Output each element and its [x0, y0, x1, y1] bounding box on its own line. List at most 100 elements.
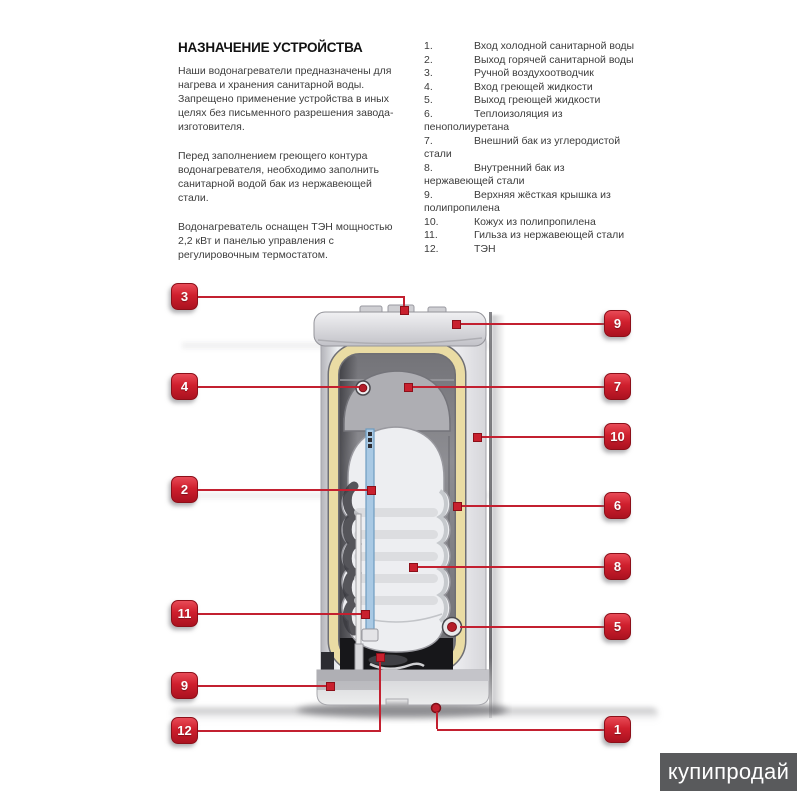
callout-label-9-top: 9	[604, 310, 631, 337]
heating-element-paragraph: Водонагреватель оснащен ТЭН мощностью 2,…	[178, 221, 393, 261]
callout-line	[197, 613, 364, 615]
left-foot	[321, 652, 334, 670]
callout-line	[479, 436, 604, 438]
callout-label-8: 8	[604, 553, 631, 580]
legend-item: 10. Кожух из полипропилена	[424, 216, 636, 230]
callout-label-4: 4	[171, 373, 198, 400]
callout-dot	[473, 433, 482, 442]
legend-item-number: 6.	[424, 107, 433, 120]
callout-line	[459, 505, 604, 507]
callout-dot	[376, 653, 385, 662]
callout-line	[197, 730, 381, 732]
legend-item-number: 11.	[424, 229, 438, 241]
photo-edge-shadow-soft	[492, 315, 505, 715]
legend-item: 1. Вход холодной санитарной воды	[424, 40, 636, 54]
callout-line	[379, 657, 381, 730]
legend-item-number: 9.	[424, 188, 433, 201]
callout-dot	[361, 610, 370, 619]
sensor-tube-lower	[354, 643, 364, 673]
legend-item: 8.Внутренний бак из нержавеющей стали	[424, 162, 636, 189]
callout-dot	[404, 383, 413, 392]
callout-line	[197, 685, 328, 687]
callout-dot	[367, 486, 376, 495]
callout-label-2: 2	[171, 476, 198, 503]
callout-label-12: 12	[171, 717, 198, 744]
callout-dot	[453, 502, 462, 511]
legend-item: 9.Верхняя жёсткая крышка из полипропилен…	[424, 189, 636, 216]
purpose-paragraph: Наши водонагреватели предназначены для н…	[178, 65, 394, 133]
callout-dot	[452, 320, 461, 329]
callout-line	[410, 386, 604, 388]
callout-line	[197, 386, 359, 388]
water-heater-cross-section	[297, 304, 509, 718]
sleeve-ticks	[368, 432, 372, 448]
top-cover-edge	[317, 337, 483, 345]
callout-line	[403, 297, 405, 310]
legend-item: 3. Ручной воздухоотводчик	[424, 67, 636, 81]
callout-line	[197, 296, 405, 298]
sensor-tube	[355, 513, 362, 647]
filling-paragraph: Перед заполнением греющего контура водон…	[178, 150, 379, 204]
callout-line	[460, 626, 604, 628]
callout-dot	[400, 306, 409, 315]
callout-label-3: 3	[171, 283, 198, 310]
legend-item-text: Верхняя жёсткая крышка из полипропилена	[424, 188, 611, 215]
legend-item-number: 1.	[424, 40, 433, 52]
legend-item-number: 5.	[424, 94, 433, 106]
callout-label-10: 10	[604, 423, 631, 450]
legend-item-text: Выход греющей жидкости	[474, 94, 601, 106]
legend-item-text: ТЭН	[474, 242, 496, 255]
callout-label-5: 5	[604, 613, 631, 640]
legend-item-number: 4.	[424, 80, 433, 93]
sleeve-cap	[361, 628, 379, 642]
callout-line	[437, 729, 604, 731]
callout-label-9-bottom: 9	[171, 672, 198, 699]
legend-item-text: Кожух из полипропилена	[474, 215, 596, 228]
callout-dot	[326, 682, 335, 691]
legend-item: 5. Выход греющей жидкости	[424, 94, 636, 108]
legend-item-text: Теплоизоляция из пенополиуретана	[424, 107, 563, 134]
photo-edge-shadow	[489, 312, 492, 718]
callout-line	[415, 566, 604, 568]
base-rim	[317, 670, 489, 681]
section-title: НАЗНАЧЕНИЕ УСТРОЙСТВА	[178, 40, 363, 55]
legend-item-text: Выход горячей санитарной воды	[474, 53, 634, 66]
purpose-section: НАЗНАЧЕНИЕ УСТРОЙСТВА Наши водонагревате…	[178, 40, 396, 277]
legend-item-text: Внутренний бак из нержавеющей стали	[424, 161, 565, 188]
stainless-sleeve	[365, 428, 375, 630]
callout-line	[458, 323, 604, 325]
legend-item: 4. Вход греющей жидкости	[424, 81, 636, 95]
legend-item: 12. ТЭН	[424, 243, 636, 257]
tank-ripples	[354, 508, 438, 605]
callout-line	[436, 712, 438, 729]
unit-shadow	[297, 702, 509, 718]
callout-label-1: 1	[604, 716, 631, 743]
legend-item-text: Внешний бак из углеродистой стали	[424, 134, 621, 161]
callout-dot	[409, 563, 418, 572]
legend-item-number: 10.	[424, 215, 439, 228]
legend-item: 11. Гильза из нержавеющей стали	[424, 229, 636, 243]
legend-item-text: Ручной воздухоотводчик	[474, 67, 594, 79]
legend-item-text: Вход греющей жидкости	[474, 80, 593, 93]
legend-item-number: 3.	[424, 67, 433, 79]
legend-item-text: Вход холодной санитарной воды	[474, 40, 635, 52]
callout-label-6: 6	[604, 492, 631, 519]
legend-item-number: 12.	[424, 242, 439, 255]
tank-right-corrugation	[436, 489, 448, 623]
parts-legend: 1. Вход холодной санитарной воды 2. Выход …	[424, 40, 636, 256]
tank-left-corrugation	[342, 481, 363, 636]
kupiproday-watermark: купипродай	[660, 753, 797, 791]
legend-item: 2. Выход горячей санитарной воды	[424, 54, 636, 68]
callout-label-11: 11	[171, 600, 198, 627]
legend-item: 6.Теплоизоляция из пенополиуретана	[424, 108, 636, 135]
legend-item: 7.Внешний бак из углеродистой стали	[424, 135, 636, 162]
heating-inlet-port	[358, 383, 368, 393]
callout-label-7: 7	[604, 373, 631, 400]
callout-line	[197, 489, 369, 491]
legend-item-number: 2.	[424, 53, 433, 66]
legend-item-text: Гильза из нержавеющей стали	[474, 229, 625, 241]
outlet-port	[447, 622, 457, 632]
heating-element-flange	[367, 653, 409, 667]
legend-item-number: 8.	[424, 161, 433, 174]
